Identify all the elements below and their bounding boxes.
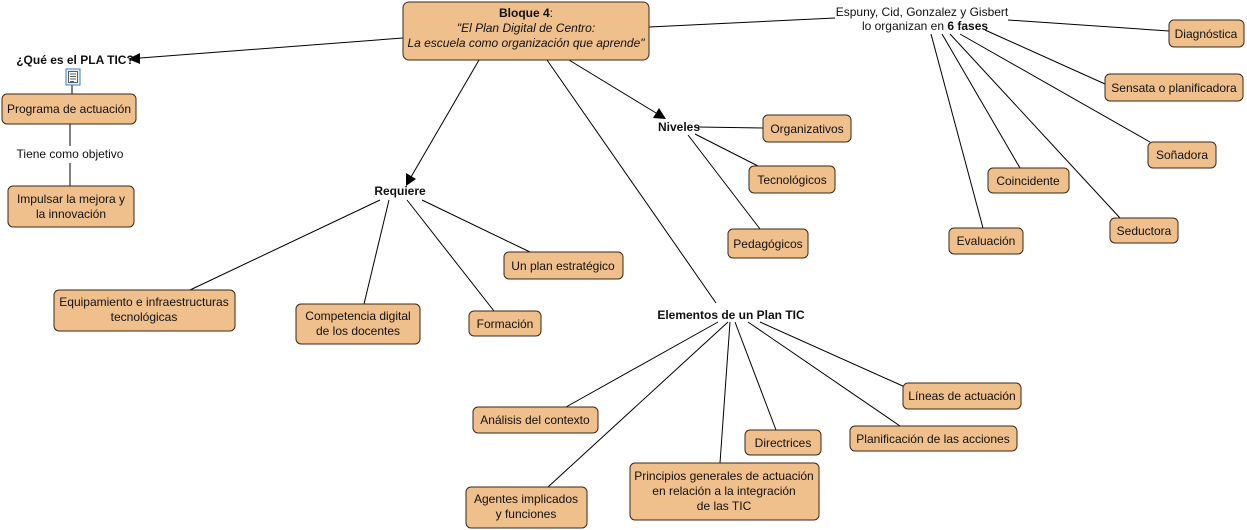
edge-main-elementos [546,59,717,304]
node-equipamiento[interactable]: Equipamiento e infraestructuras tecnológ… [53,289,236,332]
node-impulsar[interactable]: Impulsar la mejora y la innovación [7,185,135,228]
edge-fases-sensata [984,29,1106,85]
link-requiere: Requiere [374,184,426,198]
node-organizativos[interactable]: Organizativos [762,114,852,143]
edge-niveles-organizativos [697,126,764,129]
node-organizativos-label: Organizativos [770,122,843,136]
node-competencia-line-1: Competencia digital [305,309,410,323]
que-es-question[interactable]: ¿Qué es el PLA TIC? [16,53,134,67]
link-tiene-como-objetivo: Tiene como objetivo [17,147,124,161]
node-directrices-label: Directrices [755,436,812,450]
edge-requiere-formacion [406,199,495,312]
node-seductora-label: Seductora [1117,224,1172,238]
node-tecnologicos-label: Tecnológicos [757,173,826,187]
node-pedagogicos[interactable]: Pedagógicos [727,228,809,259]
edge-elementos-analisis [565,321,719,408]
link-elementos: Elementos de un Plan TIC [657,308,805,322]
main-node[interactable]: Bloque 4: "El Plan Digital de Centro: La… [402,1,650,61]
edge-elementos-principios [719,321,731,464]
edge-elementos-agentes [547,321,729,488]
node-planificacion[interactable]: Planificación de las acciones [849,425,1018,452]
node-formacion-label: Formación [477,317,534,331]
arrowhead-requiere [406,173,416,186]
node-lineas-label: Líneas de actuación [908,389,1015,403]
node-principios-line-1: Principios generales de actuación [634,469,813,483]
edge-requiere-competencia [363,199,390,305]
edge-requiere-equipamiento [189,199,381,291]
node-impulsar-line-1: Impulsar la mejora y [17,192,125,206]
node-programa-label: Programa de actuación [7,102,131,116]
node-analisis[interactable]: Análisis del contexto [472,406,599,434]
node-equipamiento-line-1: Equipamiento e infraestructuras [59,295,228,309]
node-seductora[interactable]: Seductora [1109,217,1179,244]
edge-elementos-directrices [734,321,777,431]
svg-text:Bloque 4:: Bloque 4: [499,6,553,20]
node-tecnologicos[interactable]: Tecnológicos [748,165,836,194]
edge-main-niveles [568,59,657,114]
node-competencia-line-2: de los docentes [316,324,400,338]
node-formacion[interactable]: Formación [468,310,542,337]
edge-fases-seductora [949,33,1121,219]
main-subtitle-1: "El Plan Digital de Centro: [457,21,595,35]
edge-fases-diagnostica [1007,19,1170,32]
node-sonadora-label: Soñadora [1156,148,1208,162]
node-sensata-label: Sensata o planificadora [1111,81,1237,95]
edge-main-que-es [139,37,404,59]
node-coincidente[interactable]: Coincidente [987,167,1070,194]
node-principios[interactable]: Principios generales de actuación en rel… [629,462,820,521]
arrowhead-que-es [128,53,140,64]
node-evaluacion[interactable]: Evaluación [948,227,1024,255]
node-principios-line-3: de las TIC [697,499,752,513]
link-niveles: Niveles [658,120,700,134]
node-analisis-label: Análisis del contexto [480,413,590,427]
edge-main-fases [648,17,836,28]
node-principios-line-2: en relación a la integración [652,484,795,498]
node-coincidente-label: Coincidente [996,174,1060,188]
node-diagnostica[interactable]: Diagnóstica [1168,19,1245,48]
link-fases-line-1: Espuny, Cid, Gonzalez y Gisbert [836,5,1009,19]
svg-text:lo organizan en 6 fases: lo organizan en 6 fases [862,19,988,33]
node-programa[interactable]: Programa de actuación [1,93,137,125]
node-plan-estrategico-label: Un plan estratégico [511,259,615,273]
node-lineas[interactable]: Líneas de actuación [902,382,1022,410]
main-subtitle-2: La escuela como organización que aprende… [407,36,645,50]
main-title: Bloque 4 [499,6,550,20]
node-diagnostica-label: Diagnóstica [1175,27,1238,41]
edge-elementos-lineas [759,321,906,388]
node-pedagogicos-label: Pedagógicos [733,237,802,251]
node-agentes-line-1: Agentes implicados [474,492,578,506]
node-competencia[interactable]: Competencia digital de los docentes [295,303,421,345]
edge-main-requiere [410,59,480,178]
node-planificacion-label: Planificación de las acciones [856,432,1009,446]
edge-fases-evaluacion [930,33,984,229]
node-directrices[interactable]: Directrices [744,429,822,456]
main-title-colon: : [550,6,553,20]
edges [69,17,1170,488]
edge-fases-sonadora [959,33,1151,143]
node-evaluacion-label: Evaluación [957,234,1016,248]
link-fases-line-2a: lo organizan en [862,19,947,33]
node-agentes-line-2: y funciones [496,507,557,521]
node-sonadora[interactable]: Soñadora [1147,141,1217,169]
node-plan-estrategico[interactable]: Un plan estratégico [503,251,624,280]
node-equipamiento-line-2: tecnológicas [111,310,178,324]
edge-elementos-planificacion [747,321,901,427]
edge-requiere-plan [421,199,531,253]
arrowhead-niveles [653,108,666,119]
link-fases-line-2b: 6 fases [947,19,988,33]
edge-niveles-tecnologicos [694,133,759,167]
document-icon[interactable] [65,68,81,86]
edge-niveles-pedagogicos [687,134,761,230]
node-impulsar-line-2: la innovación [36,207,106,221]
edge-fases-coincidente [941,33,1021,169]
node-agentes[interactable]: Agentes implicados y funciones [465,486,588,529]
node-sensata[interactable]: Sensata o planificadora [1104,73,1244,102]
